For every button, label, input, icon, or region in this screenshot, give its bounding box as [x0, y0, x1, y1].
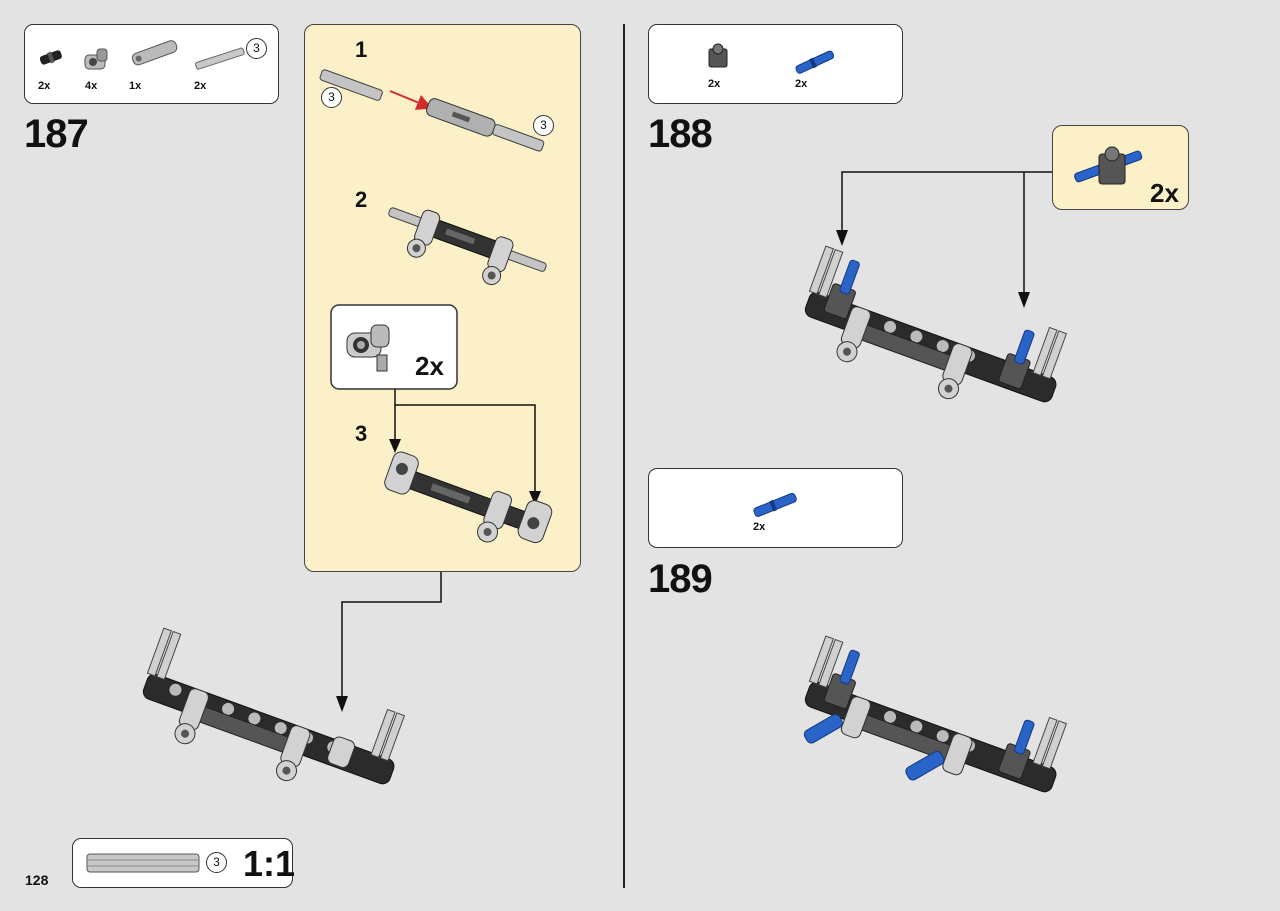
substep-number: 3	[355, 421, 368, 446]
step-number: 187	[24, 112, 89, 156]
arrowhead	[529, 491, 541, 505]
brick-with-pin-art	[1074, 146, 1143, 185]
dark-gray-brick-icon	[708, 43, 728, 68]
page-number: 128	[25, 872, 49, 888]
axle-connector-part	[426, 98, 545, 152]
substep-3-assembly	[384, 451, 553, 544]
part-qty: 1x	[129, 80, 142, 92]
gray-cross-block-part	[346, 324, 390, 372]
red-insert-arrow	[389, 90, 433, 110]
arrowhead	[1018, 292, 1030, 308]
step-number: 188	[648, 112, 713, 156]
blue-axle-pin-icon	[753, 492, 797, 517]
part-qty: 2x	[38, 80, 51, 92]
arrowhead	[389, 439, 401, 453]
part-qty: 2x	[795, 78, 808, 90]
scale-label: 1:1	[243, 843, 296, 884]
arrowhead	[336, 696, 348, 712]
gray-axle-3-icon	[195, 47, 245, 70]
sub-assembly-art	[319, 69, 553, 544]
axle-length-badge: 3	[246, 38, 267, 59]
axle-3-scale-art	[86, 853, 200, 873]
step-189-parts-art	[753, 492, 797, 517]
step-188-callout: 2x	[1052, 125, 1189, 210]
callout-multiplier: 2x	[415, 351, 444, 381]
axle-3-part	[319, 69, 383, 101]
step-188-parts-list: 2x 2x	[648, 24, 903, 104]
step-number: 189	[648, 557, 713, 601]
sub-assembly-panel: 1 2 3 3 3	[304, 24, 581, 572]
axle-length-badge: 3	[321, 87, 342, 108]
scale-reference-box: 3 1:1	[72, 838, 296, 888]
callout-connector-line	[394, 389, 536, 497]
part-qty: 2x	[708, 78, 721, 90]
blue-axle-pin-icon	[795, 50, 835, 74]
step-189-parts-list: 2x	[648, 468, 903, 548]
page-divider	[623, 24, 625, 888]
black-connector-pin-icon	[39, 50, 62, 65]
substep-number: 2	[355, 187, 368, 212]
part-qty: 4x	[85, 80, 98, 92]
part-qty: 2x	[194, 80, 207, 92]
frame-beam-assembly	[804, 245, 1068, 403]
axle-length-badge: 3	[533, 115, 554, 136]
axle-length-badge: 3	[206, 852, 227, 873]
step-187-parts-list: 3 2x 4x 1x 2x	[24, 24, 279, 104]
substep-3-callout-box	[330, 304, 458, 390]
sub-assembly-connector-line	[341, 572, 442, 700]
part-qty: 2x	[753, 521, 766, 533]
gray-axle-connector-icon	[131, 40, 178, 66]
step-188-parts-art	[708, 43, 835, 74]
gray-cross-block-icon	[84, 48, 108, 70]
frame-beam-assembly	[803, 635, 1068, 793]
frame-beam-assembly	[142, 627, 406, 785]
callout-multiplier: 2x	[1150, 178, 1179, 208]
substep-number: 1	[355, 37, 368, 62]
callout-connector-line	[841, 171, 1052, 236]
arrowhead	[836, 230, 848, 246]
substep-2-assembly	[388, 207, 547, 286]
step-187-parts-art	[39, 40, 245, 70]
